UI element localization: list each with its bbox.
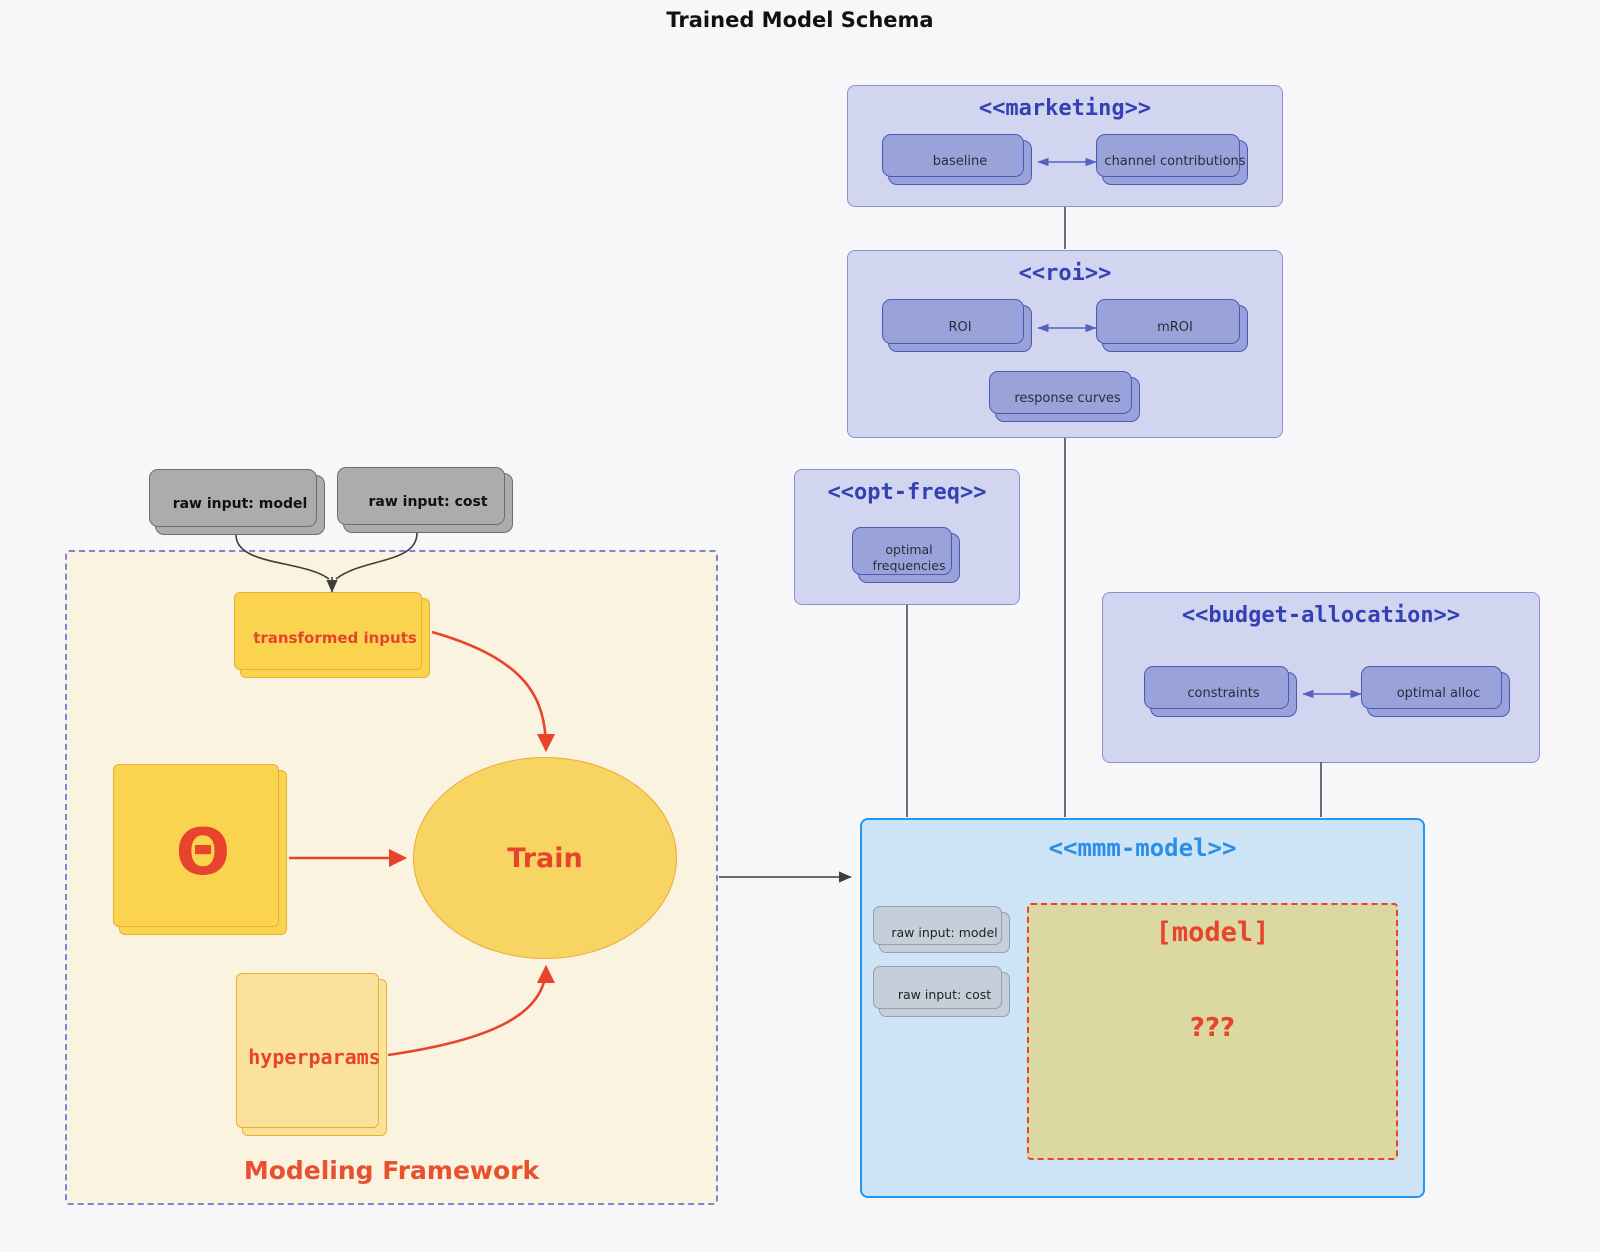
- modeling-framework-label: Modeling Framework: [243, 1156, 540, 1185]
- node-response-curves-label: response curves: [1014, 391, 1121, 407]
- diagram-title: Trained Model Schema: [666, 8, 934, 32]
- group-marketing-title: <<marketing>>: [978, 96, 1152, 121]
- node-raw-input-model: raw input: model: [149, 469, 325, 535]
- group-mmm-model-title: <<mmm-model>>: [1048, 834, 1237, 862]
- node-optimal-frequencies-label: optimal frequencies: [872, 542, 946, 573]
- node-model-placeholder-label: [model]: [1155, 917, 1270, 948]
- node-raw-input-model-label: raw input: model: [172, 496, 308, 513]
- node-theta-label: Θ: [175, 815, 231, 890]
- node-optimal-alloc-label: optimal alloc: [1396, 686, 1481, 702]
- node-train-label: Train: [507, 842, 583, 874]
- node-optimal-frequencies: optimal frequencies: [852, 527, 960, 583]
- node-raw-input-cost: raw input: cost: [337, 467, 513, 533]
- node-channel-contributions-label: channel contributions: [1104, 154, 1246, 170]
- node-mroi: mROI: [1096, 299, 1248, 352]
- node-constraints-label: constraints: [1187, 686, 1260, 702]
- node-transformed-inputs: transformed inputs: [234, 592, 430, 678]
- node-mmm-raw-input-cost: raw input: cost: [873, 966, 1010, 1017]
- node-hyperparams: hyperparams: [236, 973, 387, 1136]
- node-mmm-raw-input-model: raw input: model: [873, 906, 1010, 953]
- node-model-unknown-label: ???: [1189, 1013, 1236, 1043]
- node-theta: Θ: [113, 764, 287, 935]
- group-opt-freq-title: <<opt-freq>>: [827, 480, 987, 505]
- node-raw-input-cost-label: raw input: cost: [368, 494, 488, 511]
- group-roi-title: <<roi>>: [1018, 261, 1112, 286]
- node-model-placeholder: [model] ???: [1027, 903, 1398, 1160]
- node-optimal-alloc: optimal alloc: [1361, 666, 1510, 717]
- node-constraints: constraints: [1144, 666, 1297, 717]
- node-response-curves: response curves: [989, 371, 1140, 422]
- node-roi: ROI: [882, 299, 1032, 352]
- node-mmm-raw-input-cost-label: raw input: cost: [897, 986, 992, 1002]
- group-budget-allocation-title: <<budget-allocation>>: [1181, 603, 1461, 628]
- node-mroi-label: mROI: [1157, 320, 1193, 336]
- node-channel-contributions: channel contributions: [1096, 134, 1248, 185]
- node-transformed-inputs-label: transformed inputs: [253, 628, 417, 647]
- node-roi-label: ROI: [948, 320, 972, 336]
- node-baseline-label: baseline: [932, 154, 988, 170]
- node-train: Train: [413, 757, 677, 959]
- node-baseline: baseline: [882, 134, 1032, 185]
- node-mmm-raw-input-model-label: raw input: model: [891, 924, 998, 940]
- node-hyperparams-label: hyperparams: [248, 1045, 381, 1069]
